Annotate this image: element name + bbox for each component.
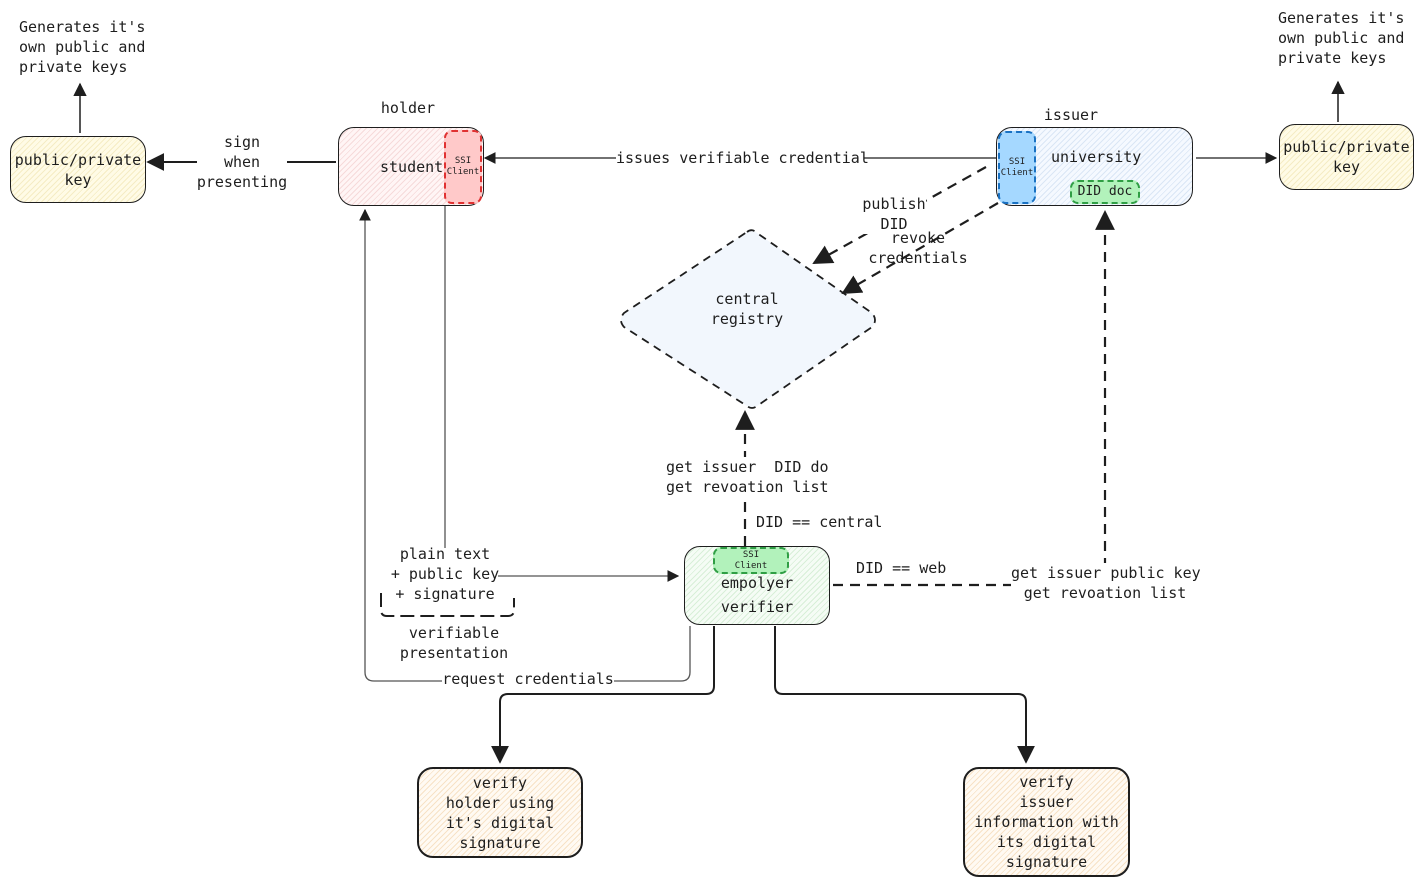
did-central-label: DID == central xyxy=(756,513,883,531)
did-doc-node[interactable]: DID doc xyxy=(1070,180,1140,204)
revoke-arrow xyxy=(841,202,999,294)
registry-diamond xyxy=(620,229,876,409)
central-lookup-label: get issuer DID do get revoation list xyxy=(666,457,831,497)
holder-title: holder xyxy=(380,99,436,117)
left-keypair-node[interactable]: public/private key xyxy=(10,136,146,203)
holder-ssi-client[interactable]: SSI Client xyxy=(444,130,482,204)
request-label: request credentials xyxy=(442,669,614,689)
holder-label: student xyxy=(380,157,444,176)
vp-content-label: plain text + public key + signature xyxy=(390,545,500,603)
issuer-title: issuer xyxy=(1043,106,1099,124)
issues-label: issues verifiable credential xyxy=(616,148,869,168)
right-keypair-label: public/private key xyxy=(1283,138,1410,176)
verify-holder-node[interactable]: verify holder using it's digital signatu… xyxy=(417,767,583,858)
verify-issuer-node[interactable]: verify issuer information with its digit… xyxy=(963,767,1130,877)
revoke-label: revoke credentials xyxy=(868,229,968,267)
registry-label: central registry xyxy=(710,290,784,328)
left-keygen-label: Generates it's own public and private ke… xyxy=(19,18,146,76)
verifier-ssi-label: SSI Client xyxy=(734,549,768,571)
right-keypair-node[interactable]: public/private key xyxy=(1279,124,1414,190)
verifier-label: empolyer verifier xyxy=(720,573,794,616)
vp-title-label: verifiable presentation xyxy=(399,624,509,662)
verify-issuer-label: verify issuer information with its digit… xyxy=(974,773,1119,871)
right-keygen-label: Generates it's own public and private ke… xyxy=(1278,9,1405,67)
left-keypair-label: public/private key xyxy=(14,150,142,189)
verify-holder-label: verify holder using it's digital signatu… xyxy=(445,773,555,852)
issuer-ssi-client[interactable]: SSI Client xyxy=(998,131,1036,204)
web-lookup-label: get issuer public key get revoation list xyxy=(1011,563,1201,603)
issuer-ssi-label: SSI Client xyxy=(1000,156,1034,178)
request-credentials-arrow xyxy=(359,208,691,682)
vp-bracket xyxy=(380,593,515,617)
issuer-label: university xyxy=(1051,147,1142,166)
holder-ssi-label: SSI Client xyxy=(446,156,480,177)
did-web-label: DID == web xyxy=(856,559,947,577)
did-doc-label: DID doc xyxy=(1077,184,1133,199)
sign-label: sign when presenting xyxy=(196,133,288,191)
verify-issuer-arrow xyxy=(774,626,1035,764)
publish-label: publish DID xyxy=(862,194,926,234)
verifier-ssi-client[interactable]: SSI Client xyxy=(713,547,789,574)
verify-holder-arrow xyxy=(491,626,715,764)
